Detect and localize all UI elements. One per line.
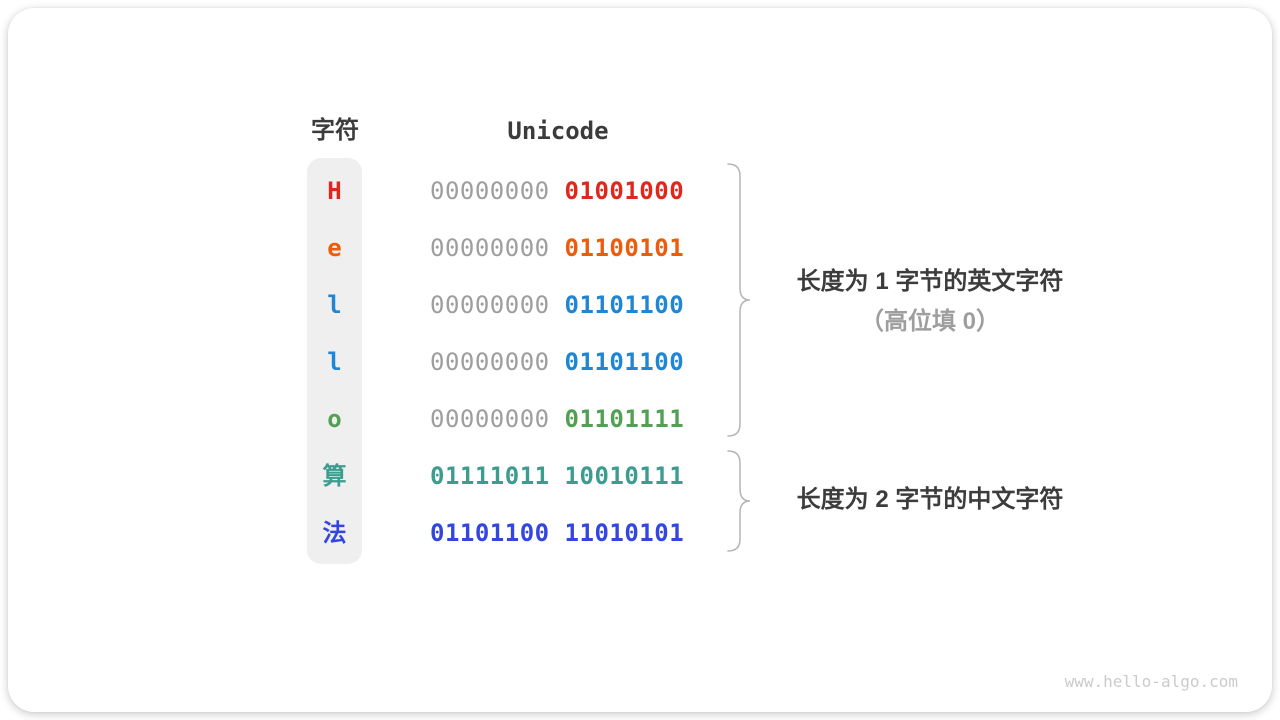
byte-high-bits: 00000000 (430, 234, 550, 262)
curly-brace-chinese-icon (727, 450, 751, 552)
char-cell: l (327, 291, 342, 319)
char-cell: 法 (322, 519, 347, 547)
annotation-english-line2: （高位填 0） (859, 308, 1000, 335)
byte-low-bits: 10010111 (564, 462, 685, 490)
byte-low-bits: 01101111 (564, 405, 685, 433)
table-row: 法 01101100 11010101 (8, 505, 1272, 562)
watermark: www.hello-algo.com (1064, 672, 1238, 691)
annotation-chinese-chars: 长度为 2 字节的中文字符 (758, 480, 1102, 520)
table-header-unicode: Unicode (507, 117, 609, 145)
binary-cell: 00000000 01100101 (430, 220, 684, 277)
binary-cell: 00000000 01101100 (430, 277, 684, 334)
char-cell: o (327, 405, 342, 433)
char-cell: e (327, 234, 342, 262)
binary-cell: 01111011 10010111 (430, 448, 684, 505)
table-header-char: 字符 (311, 117, 359, 144)
binary-cell: 01101100 11010101 (430, 505, 684, 562)
annotation-english-chars: 长度为 1 字节的英文字符 （高位填 0） (758, 262, 1102, 342)
table-row: H 00000000 01001000 (8, 163, 1272, 220)
byte-high-bits: 00000000 (430, 291, 550, 319)
table-row: e 00000000 01100101 (8, 220, 1272, 277)
byte-high-bits: 00000000 (430, 177, 550, 205)
binary-cell: 00000000 01001000 (430, 163, 684, 220)
byte-high-bits: 01111011 (430, 462, 550, 490)
char-column-background (307, 158, 362, 564)
diagram-card: 字符 Unicode H 00000000 01001000 e 00000000 0… (8, 8, 1272, 712)
byte-high-bits: 00000000 (430, 348, 550, 376)
byte-low-bits: 01100101 (564, 234, 685, 262)
table-row: 算 01111011 10010111 (8, 448, 1272, 505)
annotation-english-line1: 长度为 1 字节的英文字符 (796, 268, 1064, 295)
char-cell: l (327, 348, 342, 376)
byte-low-bits: 01001000 (564, 177, 685, 205)
table-row: l 00000000 01101100 (8, 277, 1272, 334)
char-cell: 算 (322, 462, 347, 490)
byte-low-bits: 11010101 (564, 519, 685, 547)
byte-high-bits: 01101100 (430, 519, 550, 547)
byte-high-bits: 00000000 (430, 405, 550, 433)
table-row: l 00000000 01101100 (8, 334, 1272, 391)
annotation-chinese-line1: 长度为 2 字节的中文字符 (796, 486, 1064, 513)
char-cell: H (327, 177, 342, 205)
byte-low-bits: 01101100 (564, 291, 685, 319)
curly-brace-english-icon (727, 163, 751, 437)
table-row: o 00000000 01101111 (8, 391, 1272, 448)
byte-low-bits: 01101100 (564, 348, 685, 376)
binary-cell: 00000000 01101100 (430, 334, 684, 391)
binary-cell: 00000000 01101111 (430, 391, 684, 448)
